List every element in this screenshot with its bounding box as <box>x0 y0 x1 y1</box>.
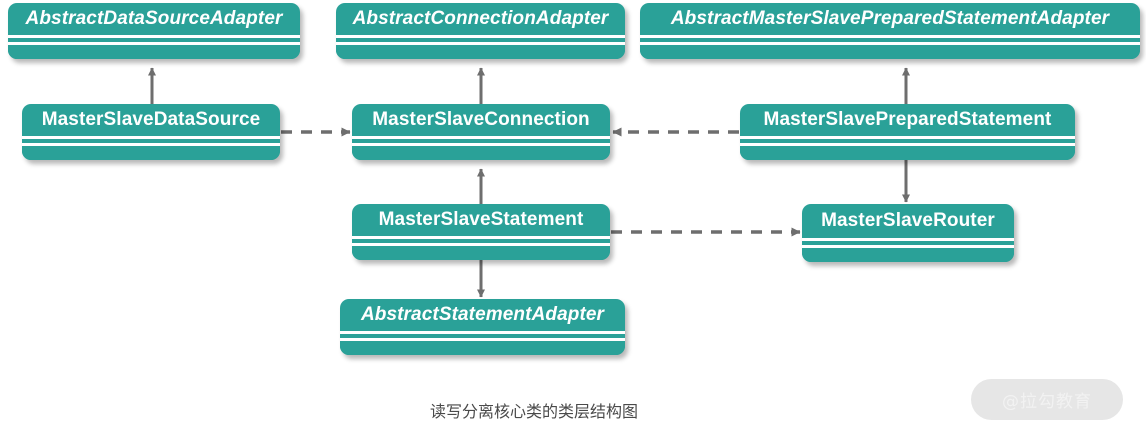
class-box-abstract-master-slave-prepared-statement-adapter[interactable]: AbstractMasterSlavePreparedStatementAdap… <box>640 3 1140 59</box>
watermark-text: @拉勾教育 <box>1002 392 1092 412</box>
class-divider-line <box>352 243 610 246</box>
class-divider-line <box>8 35 300 38</box>
class-divider-line <box>740 136 1075 139</box>
class-divider-line <box>802 245 1014 248</box>
class-name-master-slave-router: MasterSlaveRouter <box>821 210 995 231</box>
class-operations-compartment <box>352 246 610 260</box>
class-attributes-compartment <box>8 38 300 42</box>
class-divider-line <box>740 143 1075 146</box>
watermark-badge: @拉勾教育 <box>971 379 1123 420</box>
class-divider-line <box>640 42 1140 45</box>
class-name-abstract-master-slave-prepared-statement-adapter: AbstractMasterSlavePreparedStatementAdap… <box>670 8 1110 29</box>
class-operations-compartment <box>340 341 625 355</box>
class-divider-line <box>352 136 610 139</box>
class-attributes-compartment <box>340 334 625 338</box>
class-operations-compartment <box>8 45 300 59</box>
class-attributes-compartment <box>22 139 280 143</box>
class-divider-line <box>8 42 300 45</box>
class-operations-compartment <box>640 45 1140 59</box>
class-divider-line <box>340 331 625 334</box>
class-box-master-slave-prepared-statement[interactable]: MasterSlavePreparedStatement <box>740 104 1075 160</box>
class-divider-line <box>352 236 610 239</box>
class-divider-line <box>640 35 1140 38</box>
class-box-master-slave-router[interactable]: MasterSlaveRouter <box>802 204 1014 262</box>
class-name-abstract-statement-adapter: AbstractStatementAdapter <box>360 304 605 325</box>
class-divider-line <box>22 143 280 146</box>
class-divider-line <box>802 238 1014 241</box>
class-operations-compartment <box>352 146 610 160</box>
class-name-master-slave-prepared-statement: MasterSlavePreparedStatement <box>763 109 1052 130</box>
class-box-abstract-statement-adapter[interactable]: AbstractStatementAdapter <box>340 299 625 355</box>
class-attributes-compartment <box>352 139 610 143</box>
class-box-master-slave-statement[interactable]: MasterSlaveStatement <box>352 204 610 260</box>
class-name-abstract-data-source-adapter: AbstractDataSourceAdapter <box>25 8 283 29</box>
diagram-caption: 读写分离核心类的类层结构图 <box>430 402 639 421</box>
class-box-abstract-connection-adapter[interactable]: AbstractConnectionAdapter <box>336 3 625 59</box>
class-operations-compartment <box>336 45 625 59</box>
class-name-master-slave-data-source: MasterSlaveDataSource <box>41 109 261 130</box>
class-box-abstract-data-source-adapter[interactable]: AbstractDataSourceAdapter <box>8 3 300 59</box>
class-divider-line <box>352 143 610 146</box>
class-divider-line <box>340 338 625 341</box>
class-divider-line <box>336 35 625 38</box>
class-operations-compartment <box>22 146 280 160</box>
class-attributes-compartment <box>740 139 1075 143</box>
class-divider-line <box>336 42 625 45</box>
class-attributes-compartment <box>802 241 1014 245</box>
class-attributes-compartment <box>336 38 625 42</box>
class-attributes-compartment <box>352 239 610 243</box>
class-operations-compartment <box>802 248 1014 262</box>
class-name-abstract-connection-adapter: AbstractConnectionAdapter <box>352 8 609 29</box>
class-attributes-compartment <box>640 38 1140 42</box>
class-name-master-slave-connection: MasterSlaveConnection <box>372 109 590 130</box>
class-operations-compartment <box>740 146 1075 160</box>
class-divider-line <box>22 136 280 139</box>
class-name-master-slave-statement: MasterSlaveStatement <box>378 209 584 230</box>
class-box-master-slave-data-source[interactable]: MasterSlaveDataSource <box>22 104 280 160</box>
class-box-master-slave-connection[interactable]: MasterSlaveConnection <box>352 104 610 160</box>
